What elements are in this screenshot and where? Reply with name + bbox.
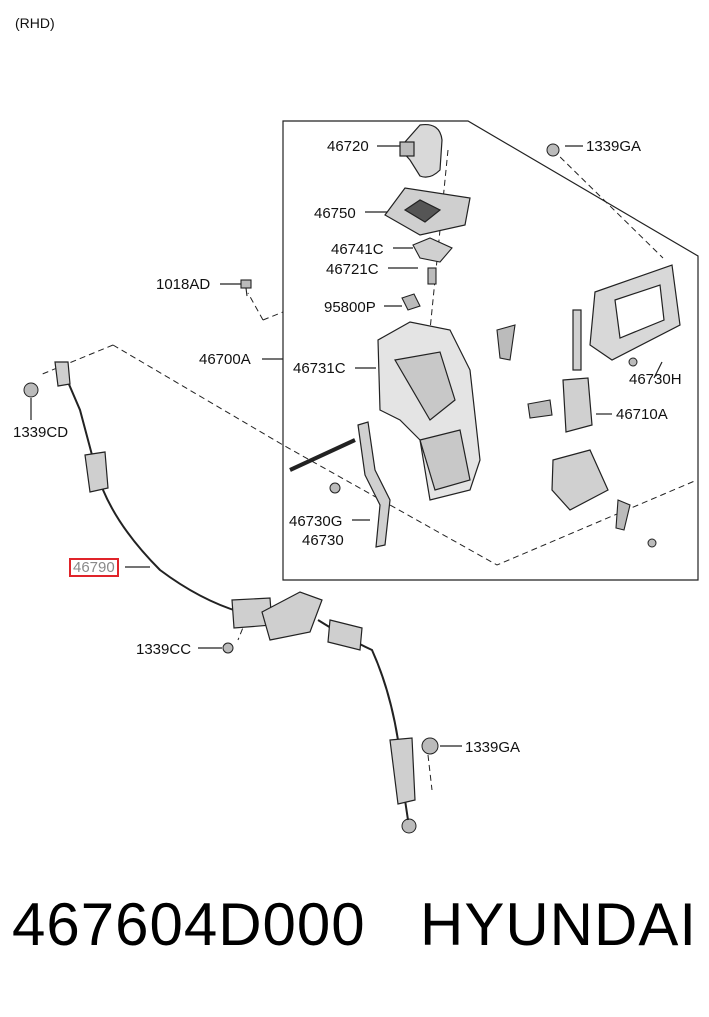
callout-46721C[interactable]: 46721C <box>326 261 379 278</box>
part-number: 467604D000 <box>12 891 366 958</box>
callout-46730H[interactable]: 46730H <box>629 371 682 388</box>
cover-46741C <box>412 237 453 263</box>
bracket-46730H <box>589 264 681 361</box>
callout-46700A[interactable]: 46700A <box>199 351 251 368</box>
parts-diagram: (RHD) 46720 1339GA 46750 46741C 46721C 1… <box>13 15 699 834</box>
nut-1339CD <box>23 382 39 398</box>
bolt <box>628 357 638 367</box>
callout-1339GA-top[interactable]: 1339GA <box>586 138 642 155</box>
callout-1339GA-bottom[interactable]: 1339GA <box>465 739 521 756</box>
nut-1339GA-lower <box>421 737 439 755</box>
actuator-46710A <box>551 309 609 511</box>
product-footer: 467604D000 HYUNDAI <box>0 890 709 990</box>
callout-46720[interactable]: 46720 <box>327 138 369 155</box>
lever-46730G <box>357 421 391 548</box>
callout-46741C[interactable]: 46741C <box>331 241 384 258</box>
screw-1018AD <box>240 279 252 297</box>
callout-46730[interactable]: 46730 <box>302 532 344 549</box>
nut-1339GA <box>546 143 560 157</box>
small-bracket <box>496 324 631 531</box>
callout-46790-highlighted[interactable]: 46790 <box>69 558 119 577</box>
cable-end <box>401 818 417 834</box>
diagram-drawing <box>23 120 699 834</box>
sensor-46721C <box>427 267 437 285</box>
callout-46731C[interactable]: 46731C <box>293 360 346 377</box>
cable-boot <box>84 451 109 493</box>
assembly-frame <box>282 120 699 581</box>
housing-46731C <box>377 321 481 501</box>
brand-name: HYUNDAI <box>420 891 698 958</box>
bezel-46750 <box>384 187 471 236</box>
cable-adjuster <box>389 737 416 805</box>
shift-knob-46720 <box>399 123 443 178</box>
variant-label: (RHD) <box>15 15 55 31</box>
nut-1339CC <box>222 642 234 654</box>
callout-95800P[interactable]: 95800P <box>324 299 376 316</box>
callout-1018AD[interactable]: 1018AD <box>156 276 211 293</box>
callout-46750[interactable]: 46750 <box>314 205 356 222</box>
cable-bracket <box>261 591 323 641</box>
nut <box>329 482 341 494</box>
cable-end-top <box>54 361 71 387</box>
cable-sleeve <box>327 619 363 651</box>
callout-46730G[interactable]: 46730G <box>289 513 343 530</box>
callout-46710A[interactable]: 46710A <box>616 406 668 423</box>
clip-95800P <box>401 293 421 311</box>
callout-1339CC[interactable]: 1339CC <box>136 641 192 658</box>
shift-cable-46790 <box>61 367 409 821</box>
callout-1339CD[interactable]: 1339CD <box>13 424 69 441</box>
bolt <box>647 538 657 548</box>
